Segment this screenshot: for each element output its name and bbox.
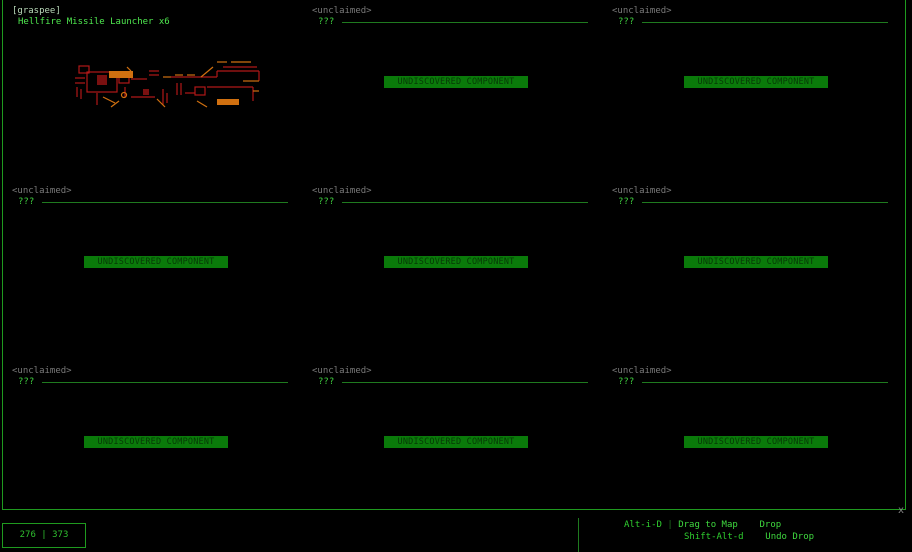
component-slot-2[interactable]: <unclaimed> ??? UNDISCOVERED COMPONENT <box>312 3 592 183</box>
component-name: ??? <box>18 377 35 387</box>
undiscovered-badge: UNDISCOVERED COMPONENT <box>84 256 228 268</box>
slot-rule <box>642 22 888 23</box>
shortcut-desc: Drag to Map <box>678 520 738 530</box>
slot-rule <box>42 202 288 203</box>
slot-owner: <unclaimed> <box>12 186 72 196</box>
shortcut-key: Alt-i-D <box>624 520 662 530</box>
missile-launcher-icon <box>75 61 260 108</box>
component-slot-1[interactable]: [graspee] Hellfire Missile Launcher x6 <box>12 3 292 183</box>
undiscovered-badge: UNDISCOVERED COMPONENT <box>384 76 528 88</box>
undiscovered-badge: UNDISCOVERED COMPONENT <box>684 436 828 448</box>
slot-owner: <unclaimed> <box>312 186 372 196</box>
slot-rule <box>342 382 588 383</box>
component-name: ??? <box>618 377 635 387</box>
shortcut-hints: Alt-i-D | Drag to Map Drop Shift-Alt-d U… <box>624 519 814 543</box>
undo-drop-action[interactable]: Undo Drop <box>765 532 815 542</box>
undiscovered-badge: UNDISCOVERED COMPONENT <box>684 256 828 268</box>
component-slot-8[interactable]: <unclaimed> ??? UNDISCOVERED COMPONENT <box>312 363 592 543</box>
slot-rule <box>342 202 588 203</box>
component-name: ??? <box>18 197 35 207</box>
slot-owner: <unclaimed> <box>312 6 372 16</box>
undiscovered-badge: UNDISCOVERED COMPONENT <box>684 76 828 88</box>
component-slot-7[interactable]: <unclaimed> ??? UNDISCOVERED COMPONENT <box>12 363 292 543</box>
undiscovered-badge: UNDISCOVERED COMPONENT <box>384 436 528 448</box>
slot-rule <box>42 382 288 383</box>
slot-rule <box>342 22 588 23</box>
shortcut-separator: | <box>667 520 673 530</box>
slot-owner: <unclaimed> <box>612 6 672 16</box>
slot-rule <box>642 382 888 383</box>
close-icon[interactable]: x <box>897 505 905 516</box>
slot-owner: <unclaimed> <box>612 366 672 376</box>
component-name: ??? <box>318 197 335 207</box>
bottom-divider <box>578 518 579 552</box>
component-name: ??? <box>618 17 635 27</box>
slot-owner: <unclaimed> <box>612 186 672 196</box>
drop-action[interactable]: Drop <box>759 520 782 530</box>
slot-owner: <unclaimed> <box>12 366 72 376</box>
undiscovered-badge: UNDISCOVERED COMPONENT <box>84 436 228 448</box>
slot-counter: 276 | 373 <box>2 523 86 548</box>
shortcut-row-1: Alt-i-D | Drag to Map Drop <box>624 519 814 531</box>
undiscovered-badge: UNDISCOVERED COMPONENT <box>384 256 528 268</box>
component-slot-3[interactable]: <unclaimed> ??? UNDISCOVERED COMPONENT <box>612 3 892 183</box>
component-name: ??? <box>618 197 635 207</box>
component-name: ??? <box>318 17 335 27</box>
slot-owner: <unclaimed> <box>312 366 372 376</box>
component-slot-5[interactable]: <unclaimed> ??? UNDISCOVERED COMPONENT <box>312 183 592 363</box>
component-name: ??? <box>318 377 335 387</box>
inventory-frame <box>2 0 906 510</box>
component-slot-9[interactable]: <unclaimed> ??? UNDISCOVERED COMPONENT <box>612 363 892 543</box>
slot-rule <box>642 202 888 203</box>
shortcut-key: Shift-Alt-d <box>684 532 744 542</box>
component-name: Hellfire Missile Launcher x6 <box>18 17 170 27</box>
component-slot-6[interactable]: <unclaimed> ??? UNDISCOVERED COMPONENT <box>612 183 892 363</box>
component-slot-4[interactable]: <unclaimed> ??? UNDISCOVERED COMPONENT <box>12 183 292 363</box>
slot-owner: [graspee] <box>12 6 61 16</box>
shortcut-row-2: Shift-Alt-d Undo Drop <box>684 531 814 543</box>
